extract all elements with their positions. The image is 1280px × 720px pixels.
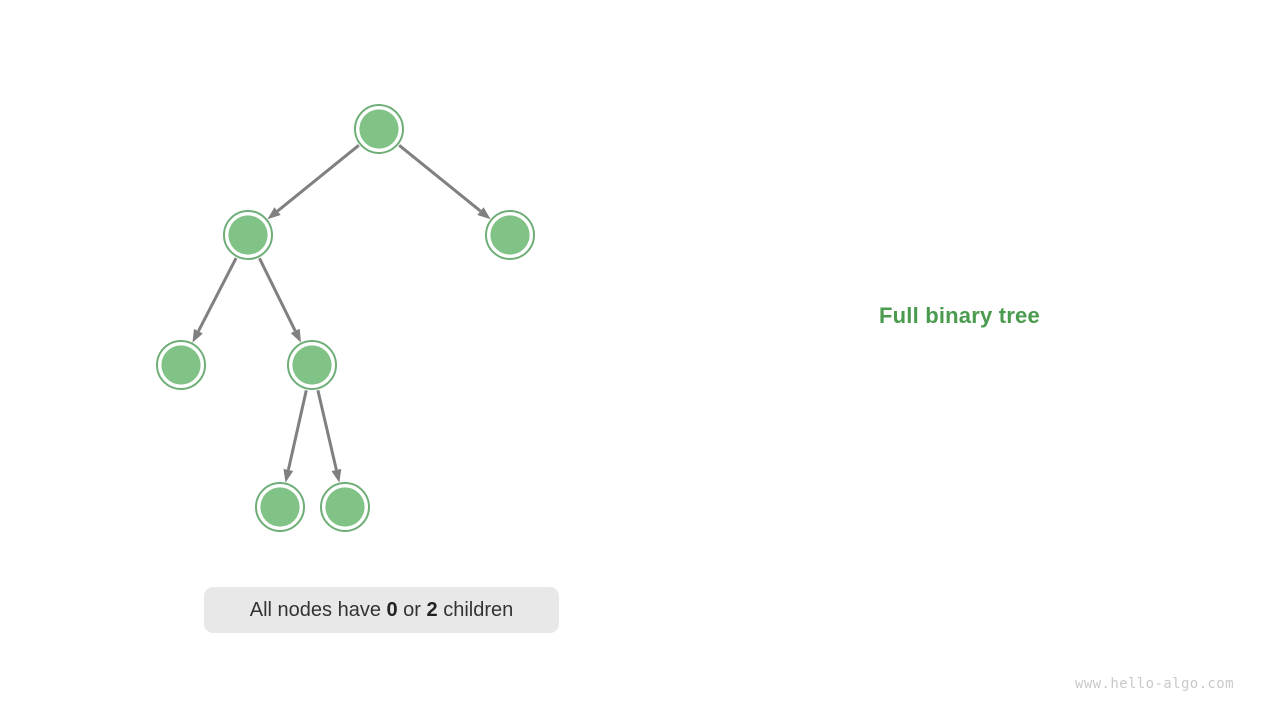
edge-arrowhead <box>290 328 301 343</box>
tree-node[interactable] <box>156 340 206 390</box>
watermark: www.hello-algo.com <box>1075 676 1234 692</box>
tree-node[interactable] <box>255 482 305 532</box>
node-layer <box>156 104 535 532</box>
caption-middle: or <box>397 598 427 621</box>
edge-arrowhead <box>331 468 342 483</box>
edge-arrowhead <box>283 468 294 483</box>
tree-edge <box>398 144 491 220</box>
caption-prefix: All nodes have <box>249 598 387 621</box>
tree-edge <box>283 390 308 483</box>
tree-edge <box>192 257 238 343</box>
edge-arrowhead <box>477 207 491 220</box>
tree-node[interactable] <box>320 482 370 532</box>
caption-suffix: children <box>437 598 514 621</box>
tree-edge <box>267 144 360 220</box>
edge-arrowhead <box>192 328 203 343</box>
caption-text: All nodes have 0 or 2 children <box>250 599 514 622</box>
caption-bold-zero: 0 <box>386 598 398 621</box>
tree-node[interactable] <box>485 210 535 260</box>
tree-node[interactable] <box>354 104 404 154</box>
tree-node[interactable] <box>287 340 337 390</box>
tree-edge <box>316 389 342 483</box>
edge-arrowhead <box>267 207 281 220</box>
tree-node[interactable] <box>223 210 273 260</box>
page-title: Full binary tree <box>879 303 1040 328</box>
caption-bold-two: 2 <box>426 598 438 621</box>
tree-edge <box>258 257 301 343</box>
caption-box: All nodes have 0 or 2 children <box>204 587 559 633</box>
edge-layer <box>192 144 491 483</box>
